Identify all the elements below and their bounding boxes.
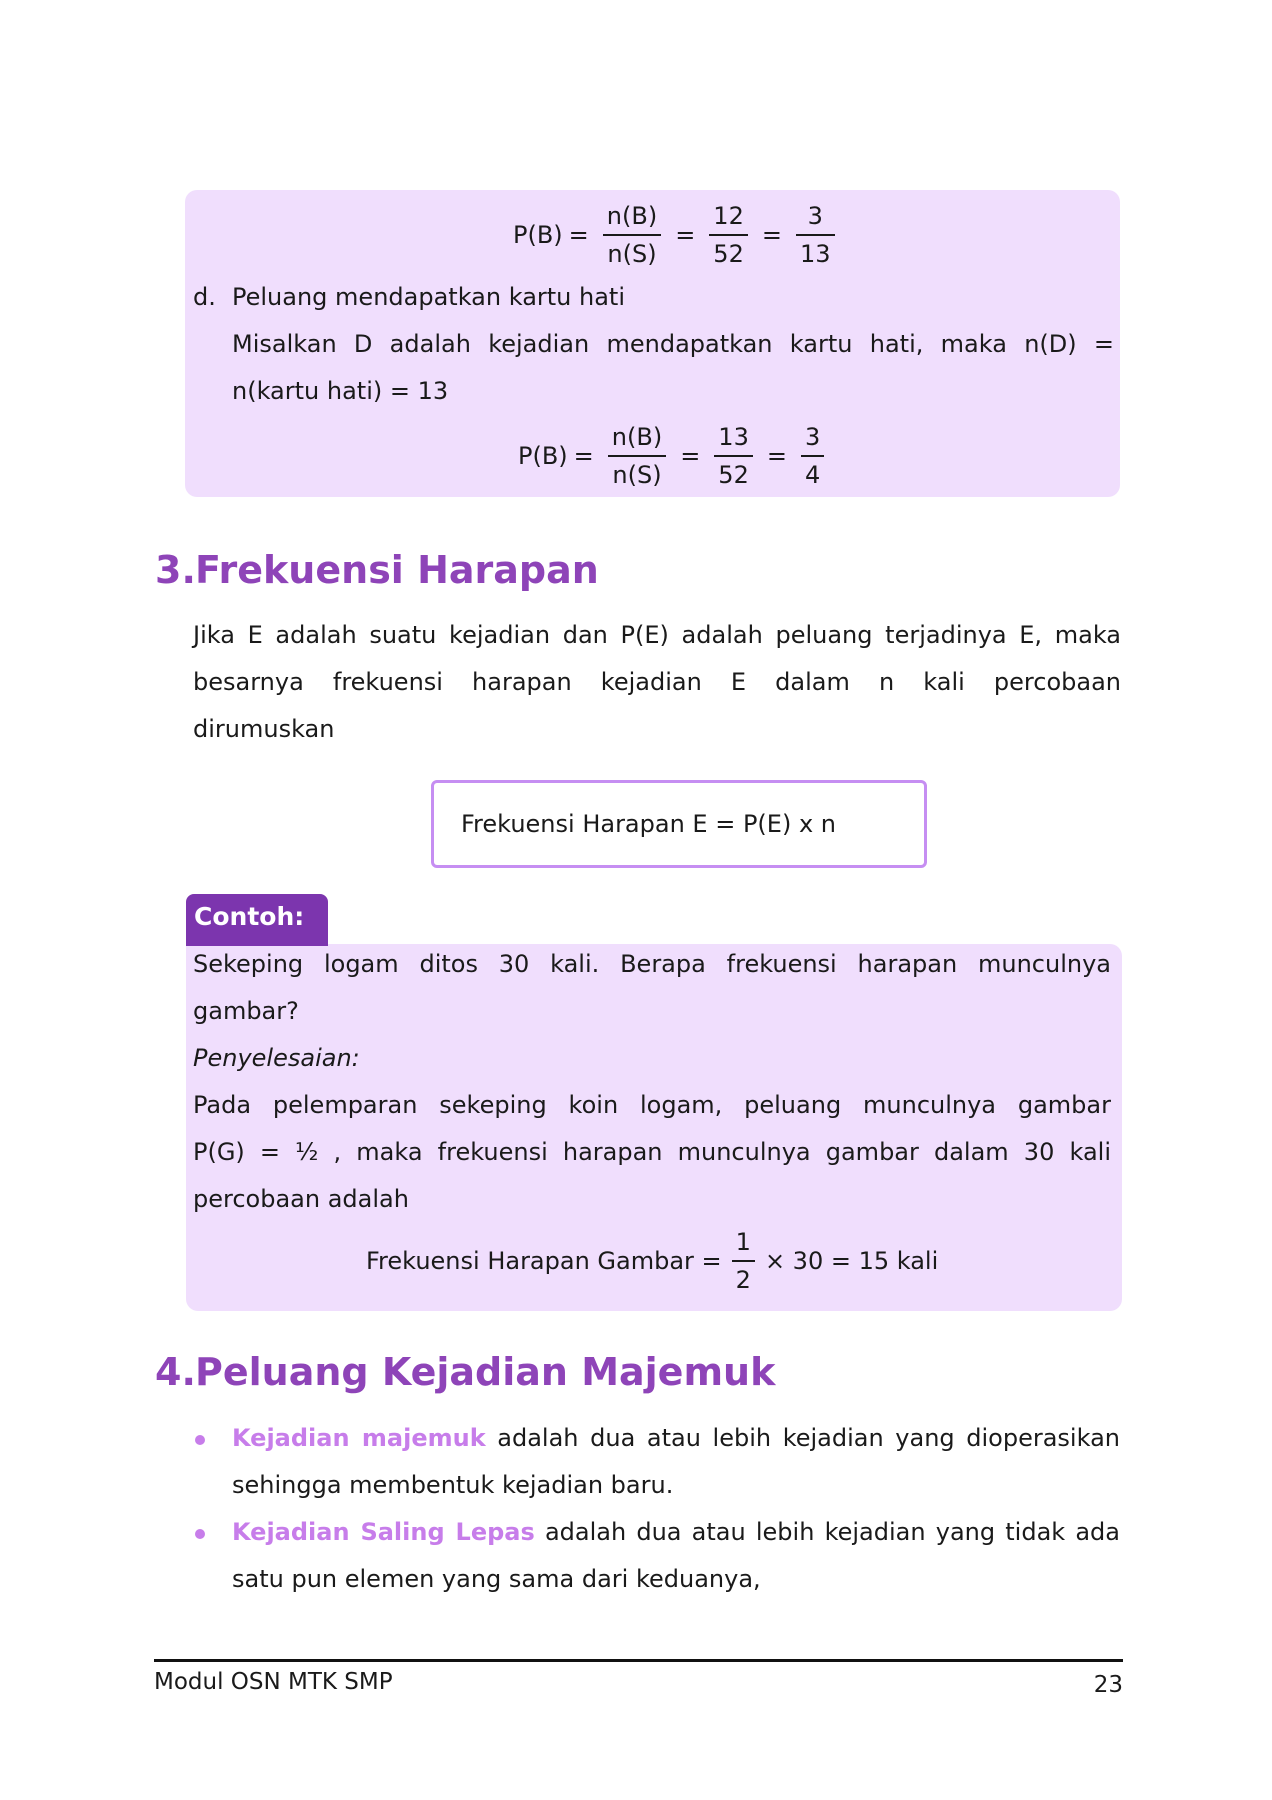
term-kejadian-majemuk: Kejadian majemuk bbox=[232, 1424, 486, 1452]
section-3-para-line1: Jika E adalah suatu kejadian dan P(E) ad… bbox=[193, 621, 1121, 649]
eq-sign: = bbox=[680, 442, 701, 470]
page-number: 23 bbox=[1093, 1672, 1123, 1698]
solution-line1: Pada pelemparan sekeping koin logam, pel… bbox=[193, 1091, 1111, 1119]
bullet-1-text: adalah dua atau lebih kejadian yang diop… bbox=[485, 1424, 1120, 1452]
footer-rule bbox=[154, 1659, 1123, 1662]
example-question-line1: Sekeping logam ditos 30 kali. Berapa fre… bbox=[193, 950, 1111, 978]
eq-sign: = bbox=[761, 221, 782, 249]
item-d-title: Peluang mendapatkan kartu hati bbox=[232, 283, 626, 311]
term-kejadian-saling-lepas: Kejadian Saling Lepas bbox=[232, 1518, 535, 1546]
bullet-1-line2: sehingga membentuk kejadian baru. bbox=[232, 1471, 674, 1499]
bullet-2-line2: satu pun elemen yang sama dari keduanya, bbox=[232, 1565, 761, 1593]
bullet-1-line1: Kejadian majemuk adalah dua atau lebih k… bbox=[232, 1423, 1120, 1453]
section-3-title: Frekuensi Harapan bbox=[195, 548, 599, 592]
bullet-2-line1: Kejadian Saling Lepas adalah dua atau le… bbox=[232, 1517, 1120, 1547]
bullet-2-text: adalah dua atau lebih kejadian yang tida… bbox=[534, 1518, 1120, 1546]
example-tab: Contoh: bbox=[186, 894, 328, 946]
section-3-number: 3. bbox=[155, 548, 196, 592]
eq-sign: = bbox=[766, 442, 787, 470]
formula-box bbox=[431, 780, 927, 868]
section-3-para-line2: besarnya frekuensi harapan kejadian E da… bbox=[193, 668, 1121, 696]
formula-text: Frekuensi Harapan E = P(E) x n bbox=[461, 810, 836, 838]
eq-sign: = bbox=[568, 221, 589, 249]
solution-line3: percobaan adalah bbox=[193, 1185, 409, 1213]
example-question-line2: gambar? bbox=[193, 997, 299, 1025]
section-3-para-line3: dirumuskan bbox=[193, 715, 335, 743]
item-d-line1: Misalkan D adalah kejadian mendapatkan k… bbox=[232, 330, 1114, 358]
solution-box-top bbox=[185, 190, 1120, 497]
item-d-line2: n(kartu hati) = 13 bbox=[232, 377, 449, 405]
bullet-dot bbox=[195, 1529, 205, 1539]
section-4-number: 4. bbox=[155, 1350, 196, 1394]
eq-sign: = bbox=[675, 221, 696, 249]
bullet-dot bbox=[195, 1435, 205, 1445]
solution-label: Penyelesaian: bbox=[193, 1044, 360, 1072]
eq-lhs: P(B) bbox=[518, 442, 568, 470]
item-d-marker: d. bbox=[193, 283, 216, 311]
calc-rhs: × 30 = 15 kali bbox=[764, 1247, 939, 1275]
fraction: n(B)n(S) bbox=[608, 423, 666, 489]
footer-title: Modul OSN MTK SMP bbox=[154, 1669, 393, 1695]
calc-lhs: Frekuensi Harapan Gambar = bbox=[366, 1247, 722, 1275]
section-4-title: Peluang Kejadian Majemuk bbox=[195, 1350, 776, 1394]
eq-lhs: P(B) bbox=[513, 221, 563, 249]
solution-line2: P(G) = ½ , maka frekuensi harapan muncul… bbox=[193, 1138, 1111, 1166]
eq-sign: = bbox=[573, 442, 594, 470]
fraction: n(B)n(S) bbox=[603, 202, 661, 268]
example-box bbox=[186, 944, 1122, 1311]
